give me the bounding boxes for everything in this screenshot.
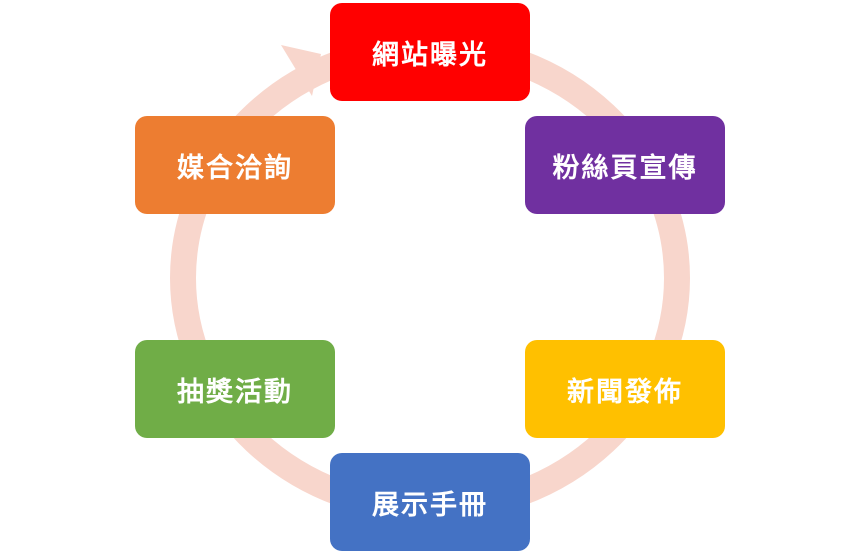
node-label: 媒合洽詢 (177, 152, 293, 184)
cycle-node-lucky-draw: 抽獎活動 (135, 340, 335, 438)
cycle-node-fan-page-promotion: 粉絲頁宣傳 (525, 116, 725, 214)
node-label: 粉絲頁宣傳 (552, 152, 698, 184)
node-label: 網站曝光 (372, 39, 488, 71)
cycle-node-matchmaking-inquiry: 媒合洽詢 (135, 116, 335, 214)
node-label: 展示手冊 (372, 489, 488, 521)
cycle-node-exhibition-brochure: 展示手冊 (330, 453, 530, 551)
node-label: 新聞發佈 (567, 376, 683, 408)
cycle-node-website-exposure: 網站曝光 (330, 3, 530, 101)
cycle-arrowhead (281, 45, 321, 96)
cycle-node-press-release: 新聞發佈 (525, 340, 725, 438)
node-label: 抽獎活動 (177, 376, 293, 408)
